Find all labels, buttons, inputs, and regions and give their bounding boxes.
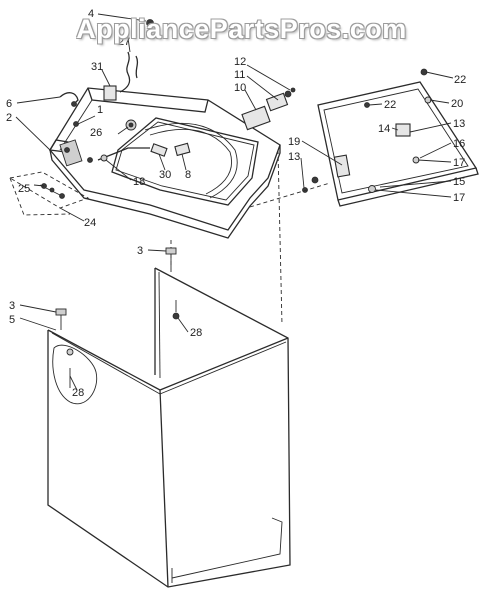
washer-cabinet [47, 267, 291, 588]
callout-28a: 28 [190, 327, 202, 339]
callout-19: 19 [288, 136, 300, 148]
callout-14: 14 [378, 123, 390, 135]
callout-4: 4 [88, 8, 94, 20]
lid-hinge-bar [97, 147, 150, 162]
callout-2: 2 [6, 112, 12, 124]
callout-1: 1 [97, 104, 103, 116]
callout-12: 12 [234, 56, 246, 68]
callout-16: 16 [453, 138, 465, 150]
callout-17a: 17 [453, 157, 465, 169]
screw-parts [64, 119, 137, 163]
callout-13a: 13 [453, 118, 465, 130]
callout-3b: 3 [9, 300, 15, 312]
callout-31: 31 [91, 61, 103, 73]
top-panel [49, 87, 281, 239]
leader-lines [15, 13, 454, 391]
alignment-lines [170, 149, 331, 326]
callout-17b: 17 [453, 192, 465, 204]
callout-30: 30 [159, 169, 171, 181]
callout-27: 27 [118, 36, 130, 48]
callout-28b: 28 [72, 387, 84, 399]
callout-24: 24 [84, 217, 96, 229]
callout-26: 26 [90, 127, 102, 139]
callout-22b: 22 [384, 99, 396, 111]
lid-switch-parts [150, 142, 191, 157]
callout-11: 11 [234, 69, 245, 81]
washer-lid [302, 68, 479, 207]
bracket-assembly [8, 171, 90, 216]
callout-numbers: 4 27 31 6 1 2 26 25 24 18 30 8 12 11 10 … [6, 8, 466, 399]
site-watermark: AppliancePartsPros.com [76, 14, 407, 44]
callout-8: 8 [185, 169, 191, 181]
callout-13b: 13 [288, 151, 300, 163]
console-end [48, 139, 83, 167]
callout-18: 18 [133, 176, 145, 188]
callout-10: 10 [234, 82, 246, 94]
callout-3a: 3 [137, 245, 143, 257]
callout-5: 5 [9, 314, 15, 326]
clip-part [59, 92, 79, 107]
callout-15: 15 [453, 176, 465, 188]
switch-assembly [241, 87, 296, 131]
callout-22a: 22 [454, 74, 466, 86]
callout-6: 6 [6, 98, 12, 110]
cabinet-screws [55, 247, 177, 330]
callout-25: 25 [18, 183, 30, 195]
callout-20: 20 [451, 98, 463, 110]
